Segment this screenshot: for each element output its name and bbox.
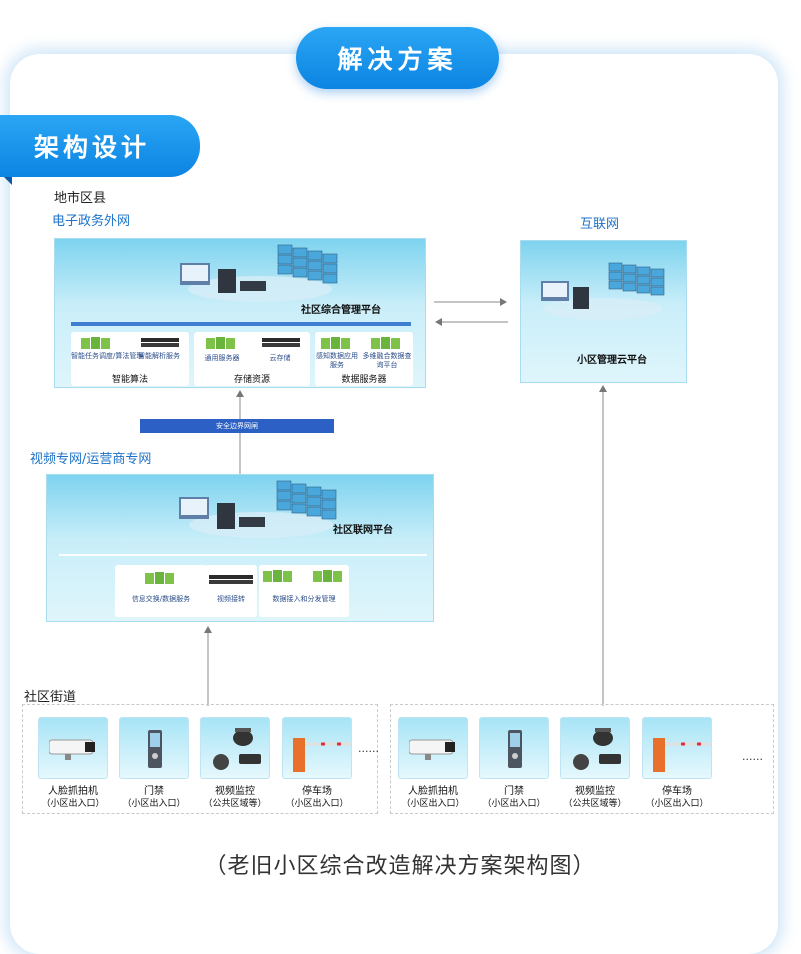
device-location: （小区出入口） [401, 799, 465, 809]
device-door-access [479, 717, 549, 779]
device-parking [642, 717, 712, 779]
mgmt-platform-title: 社区综合管理平台 [301, 305, 381, 316]
server-group-icon [321, 337, 350, 349]
more-devices-ellipsis: ...... [742, 750, 763, 763]
module-item: 智能任务调度/算法管理 [71, 352, 144, 360]
camera-icon [409, 739, 455, 760]
device-name: 人脸抓拍机 [48, 786, 98, 797]
device-name: 门禁 [504, 786, 524, 797]
cctv-icon [573, 728, 621, 770]
device-name: 视频监控 [215, 786, 255, 797]
control-room-icon [179, 480, 337, 538]
module-item: 多维融合数据查询平台 [362, 352, 412, 369]
device-cctv [560, 717, 630, 779]
device-location: （小区出入口） [122, 799, 186, 809]
module-video-relay: 视频接转 [205, 565, 257, 617]
iot-platform-title: 社区联网平台 [333, 525, 393, 536]
iot-platform: 社区联网平台 信息交换/数据服务 视频接转 数据接入和分发管理 [46, 474, 434, 622]
module-exchange: 信息交换/数据服务 [115, 565, 207, 617]
control-room-icon [541, 262, 665, 320]
device-door-access [119, 717, 189, 779]
device-location: （小区出入口） [645, 799, 709, 809]
server-group-icon [206, 337, 235, 349]
module-storage: 通用服务器 云存储 存储资源 [194, 332, 310, 386]
barrier-gate-icon [653, 738, 711, 772]
section-title: 架构设计 [0, 115, 200, 177]
device-location: （小区出入口） [482, 799, 546, 809]
device-cctv [200, 717, 270, 779]
door-access-icon [508, 730, 522, 768]
server-group-icon [263, 570, 292, 582]
module-label: 存储资源 [233, 375, 270, 385]
gov-net-label: 电子政务外网 [52, 214, 131, 229]
module-algorithm: 智能任务调度/算法管理 智能解析服务 智能算法 [71, 332, 189, 386]
video-net-label: 视频专网/运营商专网 [30, 452, 152, 467]
diagram-caption: （老旧小区综合改造解决方案架构图） [204, 854, 596, 879]
header-title: 解决方案 [296, 27, 499, 89]
module-item: 数据接入和分发管理 [272, 595, 336, 603]
internet-label: 互联网 [580, 217, 620, 232]
server-group-icon [81, 337, 110, 349]
device-location: （公共区域等） [563, 799, 627, 809]
cloud-platform-title: 小区管理云平台 [577, 355, 647, 366]
camera-icon [49, 739, 95, 760]
module-item: 信息交换/数据服务 [131, 595, 191, 603]
server-group-icon [145, 572, 174, 584]
device-face-camera [38, 717, 108, 779]
server-rack-icon [141, 338, 179, 347]
city-level-label: 地市区县 [54, 191, 107, 206]
security-boundary: 安全边界网闸 [140, 419, 334, 433]
barrier-gate-icon [293, 738, 351, 772]
platform-bus [71, 322, 411, 326]
module-data-server: 感知数据应用服务 多维融合数据查询平台 数据服务器 [315, 332, 413, 386]
device-name: 人脸抓拍机 [408, 786, 458, 797]
cctv-icon [213, 728, 261, 770]
server-rack-icon [209, 575, 253, 584]
device-location: （小区出入口） [285, 799, 349, 809]
mgmt-platform: 社区综合管理平台 智能任务调度/算法管理 智能解析服务 智能算法 通用服务器 云… [54, 238, 426, 388]
module-data-access: 数据接入和分发管理 [259, 565, 349, 617]
module-item: 通用服务器 [204, 354, 240, 362]
module-item: 云存储 [269, 354, 291, 362]
device-face-camera [398, 717, 468, 779]
street-label: 社区街道 [24, 690, 77, 705]
device-location: （小区出入口） [41, 799, 105, 809]
module-item: 智能解析服务 [138, 352, 180, 360]
device-region-left [22, 704, 378, 814]
module-label: 数据服务器 [341, 375, 387, 385]
device-name: 视频监控 [575, 786, 615, 797]
module-item: 感知数据应用服务 [316, 352, 358, 369]
cloud-platform: 小区管理云平台 [520, 240, 687, 383]
tab-fold [4, 177, 12, 185]
control-room-icon [180, 244, 338, 302]
device-region-right [390, 704, 774, 814]
server-group-icon [371, 337, 400, 349]
device-name: 门禁 [144, 786, 164, 797]
module-label: 智能算法 [111, 375, 148, 385]
module-item: 视频接转 [217, 595, 245, 603]
device-parking [282, 717, 352, 779]
server-rack-icon [262, 338, 300, 347]
door-access-icon [148, 730, 162, 768]
device-name: 停车场 [662, 786, 692, 797]
more-devices-ellipsis: ...... [358, 742, 379, 755]
device-location: （公共区域等） [203, 799, 267, 809]
platform-bus [59, 554, 427, 556]
device-name: 停车场 [302, 786, 332, 797]
server-group-icon [313, 570, 342, 582]
